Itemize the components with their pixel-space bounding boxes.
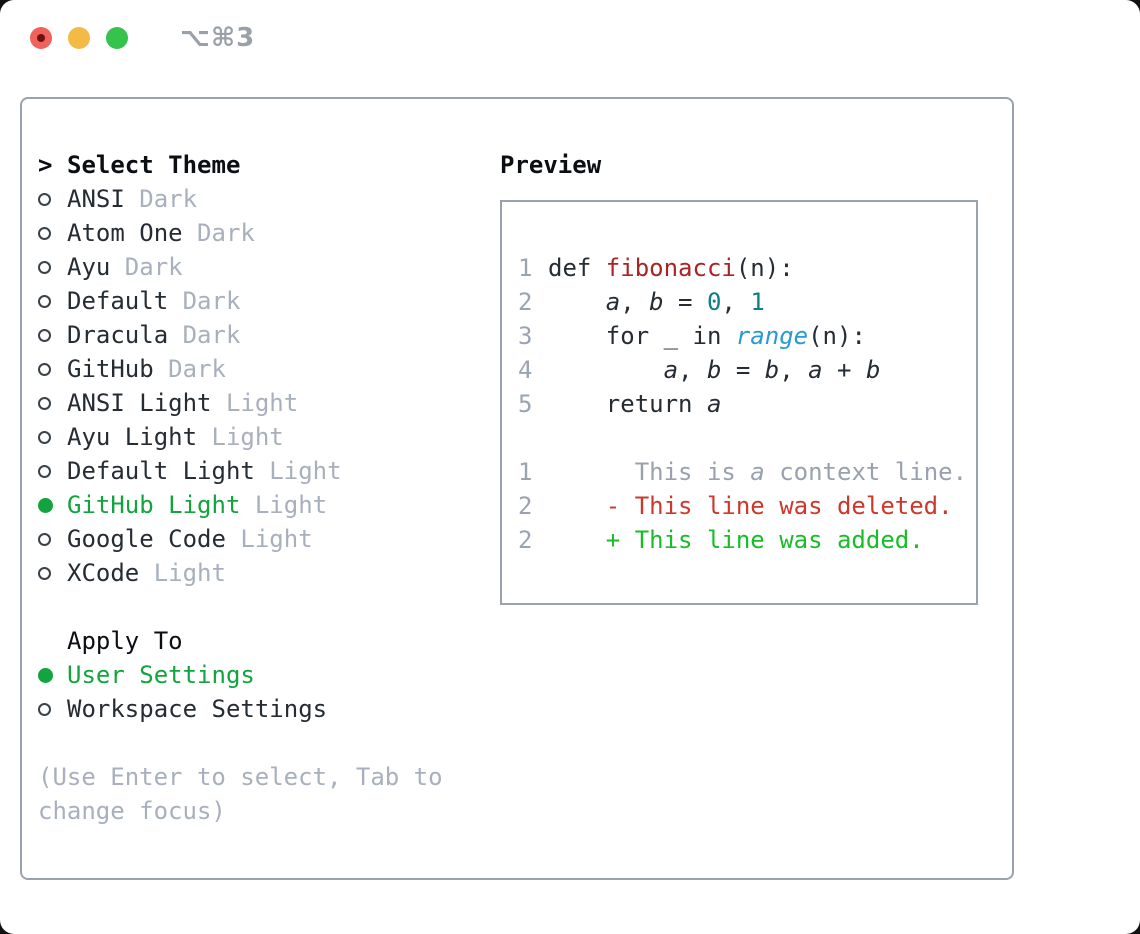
radio-unselected-icon [38, 430, 67, 444]
variant-tag: Dark [110, 253, 183, 281]
code-line: 5 return a [518, 390, 722, 418]
radio-unselected-icon [38, 328, 67, 342]
radio-selected-icon [38, 497, 67, 513]
diff-added-line: 2 + This line was added. [518, 526, 924, 554]
line-number: 1 [518, 254, 533, 282]
spacer [38, 590, 484, 624]
code-line: 2 a, b = 0, 1 [518, 288, 765, 316]
theme-option-xcode[interactable]: XCode Light [38, 556, 484, 590]
option-label: Ayu Light [67, 423, 198, 451]
option-label: ANSI Light [67, 389, 212, 417]
apply-option-user-settings[interactable]: User Settings [38, 658, 484, 692]
option-label: Atom One [67, 219, 183, 247]
variant-tag: Dark [124, 185, 198, 213]
option-label: ANSI [67, 185, 125, 213]
variant-tag: Light [139, 559, 226, 587]
minimize-button[interactable] [68, 27, 90, 49]
cursor-arrow-icon: > [38, 151, 53, 179]
line-number: 2 [518, 288, 533, 316]
variant-tag: Dark [182, 219, 255, 247]
radio-unselected-icon [38, 532, 67, 546]
theme-option-dracula[interactable]: Dracula Dark [38, 318, 484, 352]
radio-unselected-icon [38, 702, 67, 716]
theme-option-ayu-light[interactable]: Ayu Light Light [38, 420, 484, 454]
radio-unselected-icon [38, 260, 67, 274]
variant-tag: Dark [168, 321, 241, 349]
option-label: GitHub Light [67, 491, 241, 519]
radio-selected-icon [38, 667, 67, 683]
theme-option-github[interactable]: GitHub Dark [38, 352, 484, 386]
theme-option-ayu[interactable]: Ayu Dark [38, 250, 484, 284]
variant-tag: Dark [168, 287, 241, 315]
theme-option-atom-one[interactable]: Atom One Dark [38, 216, 484, 250]
radio-unselected-icon [38, 464, 67, 478]
theme-option-google-code[interactable]: Google Code Light [38, 522, 484, 556]
radio-unselected-icon [38, 192, 67, 206]
select-theme-header: > Select Theme [38, 148, 484, 182]
radio-unselected-icon [38, 362, 67, 376]
titlebar: ⌥⌘3 [30, 23, 256, 53]
zoom-button[interactable] [106, 27, 128, 49]
line-number: 1 [518, 458, 533, 486]
theme-option-default[interactable]: Default Dark [38, 284, 484, 318]
apply-to-label: Apply To [67, 627, 183, 655]
option-label: Google Code [67, 525, 226, 553]
code-line: 3 for _ in range(n): [518, 322, 866, 350]
option-label: Workspace Settings [67, 695, 328, 723]
variant-tag: Light [197, 423, 284, 451]
apply-option-workspace-settings[interactable]: Workspace Settings [38, 692, 484, 726]
radio-unselected-icon [38, 294, 67, 308]
theme-option-default-light[interactable]: Default Light Light [38, 454, 484, 488]
option-label: Default Light [67, 457, 255, 485]
line-number: 2 [518, 492, 533, 520]
apply-to-header: Apply To [38, 624, 484, 658]
diff-context-line: 1 This is a context line. [518, 458, 968, 486]
code-line: 4 a, b = b, a + b [518, 356, 881, 384]
option-label: GitHub [67, 355, 154, 383]
option-label: User Settings [67, 661, 255, 689]
variant-tag: Light [211, 389, 299, 417]
theme-option-ansi[interactable]: ANSI Dark [38, 182, 484, 216]
line-number: 2 [518, 526, 533, 554]
theme-option-github-light[interactable]: GitHub Light Light [38, 488, 484, 522]
select-theme-label: Select Theme [67, 151, 241, 179]
radio-unselected-icon [38, 226, 67, 240]
unsaved-dot-icon [37, 34, 45, 42]
diff-deleted-line: 2 - This line was deleted. [518, 492, 953, 520]
line-number: 5 [518, 390, 533, 418]
close-button[interactable] [30, 27, 52, 49]
line-number: 3 [518, 322, 533, 350]
option-label: XCode [67, 559, 140, 587]
spacer [38, 726, 484, 760]
blank-line [518, 421, 970, 455]
theme-option-ansi-light[interactable]: ANSI Light Light [38, 386, 484, 420]
variant-tag: Light [225, 525, 313, 553]
option-label: Ayu [67, 253, 111, 281]
variant-tag: Light [254, 457, 342, 485]
variant-tag: Dark [153, 355, 226, 383]
line-number: 4 [518, 356, 533, 384]
radio-unselected-icon [38, 566, 67, 580]
window-title: ⌥⌘3 [180, 23, 256, 53]
option-label: Default [67, 287, 169, 315]
option-label: Dracula [67, 321, 169, 349]
preview-header: Preview [500, 151, 602, 179]
variant-tag: Light [240, 491, 328, 519]
hint-text: (Use Enter to select, Tab to change focu… [38, 763, 443, 825]
radio-unselected-icon [38, 396, 67, 410]
